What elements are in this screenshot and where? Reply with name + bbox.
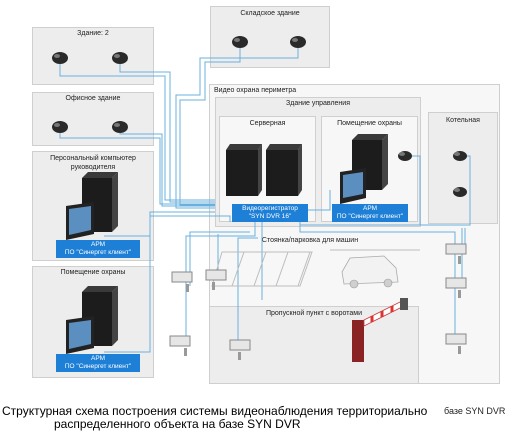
- workstation-guard: [66, 286, 118, 354]
- dome-camera: [112, 52, 128, 64]
- dome-camera: [398, 151, 412, 161]
- label-server-room: Серверная: [249, 120, 286, 127]
- caption-line1: Структурная схема построения системы вид…: [2, 404, 428, 418]
- arm-tag-security-line2: ПО "Синергет клиент": [336, 213, 404, 220]
- label-management: Здание управления: [286, 100, 350, 107]
- dome-camera: [232, 36, 248, 48]
- dome-camera: [290, 36, 306, 48]
- gate-barrier: [352, 298, 408, 362]
- label-checkpoint: Пропускной пункт с воротами: [265, 310, 362, 317]
- label-pc-manager: Персональный компьютер руководителя: [50, 155, 136, 171]
- box-camera: [171, 271, 193, 292]
- arm-tag-guard: АРМ ПО "Синергет клиент": [56, 354, 140, 372]
- cable-network: [59, 42, 471, 353]
- side-label: базе SYN DVR: [444, 406, 506, 416]
- label-office: Офисное здание: [65, 95, 121, 102]
- zone-office: [32, 92, 154, 146]
- dome-camera: [112, 121, 128, 133]
- box-camera: [205, 269, 227, 290]
- box-camera: [169, 335, 191, 356]
- arm-tag-guard-line2: ПО "Синергет клиент": [64, 363, 132, 370]
- arm-tag-security: АРМ ПО "Синергет клиент": [332, 204, 408, 222]
- label-guard-room: Помещение охраны: [60, 269, 126, 276]
- label-security-room: Помещение охраны: [337, 120, 402, 127]
- arm-tag-manager: АРМ ПО "Синергет клиент": [56, 240, 140, 258]
- arm-tag-manager-line1: АРМ: [90, 241, 105, 248]
- arm-tag-security-line1: АРМ: [362, 205, 377, 212]
- dome-camera: [453, 151, 467, 161]
- box-camera: [445, 277, 467, 298]
- box-camera: [445, 333, 467, 354]
- dvr-tag: Видеорегистратор "SYN DVR 16": [232, 204, 308, 222]
- caption-line2: распределенного объекта на базе SYN DVR: [54, 417, 301, 431]
- label-parking: Стоянка/парковка для машин: [261, 237, 359, 244]
- dome-camera: [52, 52, 68, 64]
- arm-tag-manager-line2: ПО "Синергет клиент": [64, 249, 132, 256]
- dvr-server-unit: [266, 144, 302, 196]
- label-boiler: Котельная: [446, 117, 480, 124]
- dome-camera: [453, 187, 467, 197]
- arm-tag-guard-line1: АРМ: [90, 355, 105, 362]
- label-warehouse: Складское здание: [240, 10, 300, 17]
- workstation-manager: [66, 172, 118, 240]
- dome-camera: [52, 121, 68, 133]
- car: [341, 255, 399, 289]
- caption: Структурная схема построения системы вид…: [2, 405, 442, 431]
- label-building2: Здание: 2: [77, 30, 109, 37]
- label-perimeter: Видео охрана периметра: [214, 87, 297, 94]
- box-camera: [229, 339, 251, 360]
- box-camera: [445, 243, 467, 264]
- workstation-security: [340, 134, 388, 204]
- zone-boiler: [428, 112, 498, 224]
- zone-building2: [32, 27, 154, 85]
- dvr-server-unit: [226, 144, 262, 196]
